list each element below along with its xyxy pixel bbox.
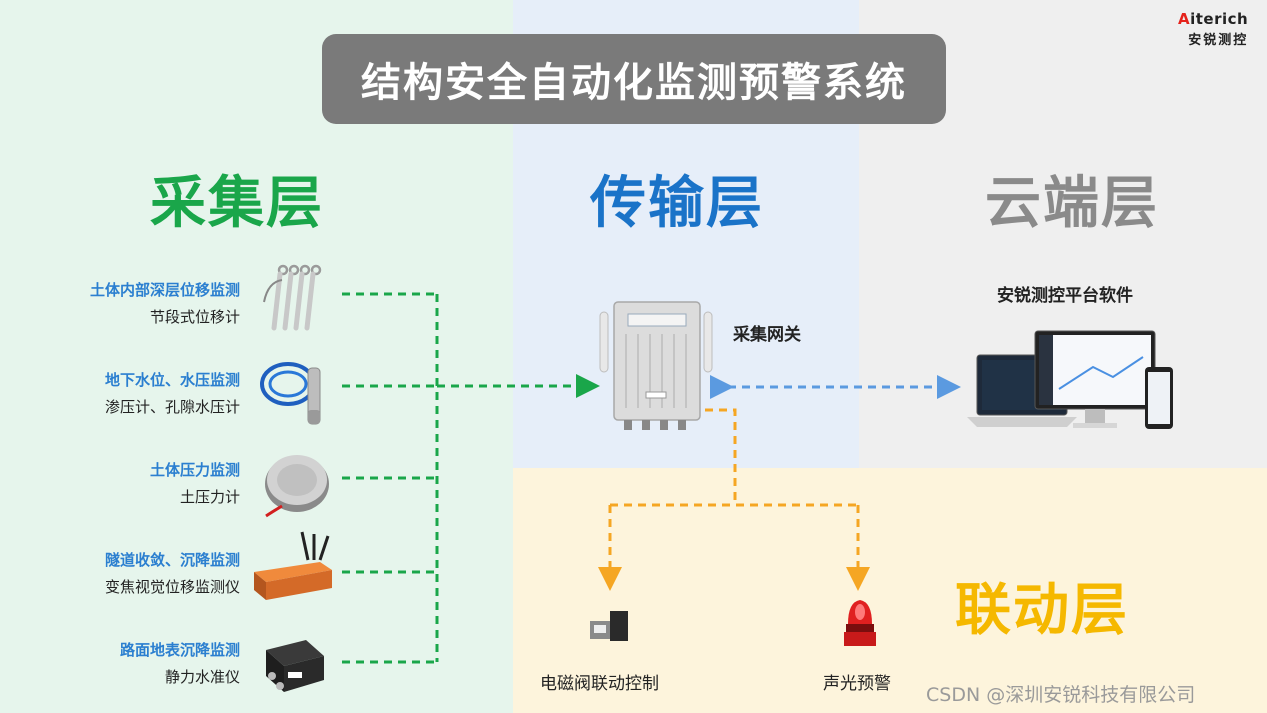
sensor-label-earth-pressure: 土体压力监测 土压力计: [0, 459, 240, 507]
gateway-device-icon: [599, 301, 713, 430]
gateway-label: 采集网关: [733, 325, 801, 345]
sensor-device: 节段式位移计: [149, 308, 240, 326]
sensor-heading: 路面地表沉降监测: [119, 641, 240, 659]
static-level-icon: [266, 640, 324, 692]
sound-light-alarm-icon: [844, 600, 876, 646]
earth-pressure-cell-icon: [265, 455, 329, 518]
gateway-to-linkage-lines: [598, 408, 870, 591]
solenoid-valve-icon: [590, 611, 628, 641]
platform-label: 安锐测控平台软件: [997, 286, 1133, 306]
sensor-device: 变焦视觉位移监测仪: [104, 578, 240, 596]
sensor-heading: 土体内部深层位移监测: [89, 281, 240, 299]
sensor-to-gateway-lines: [342, 292, 600, 664]
sensor-label-settlement: 路面地表沉降监测 静力水准仪: [0, 639, 240, 687]
sensor-device: 静力水准仪: [164, 668, 240, 686]
alarm-label: 声光预警: [823, 674, 891, 694]
sensor-heading: 土体压力监测: [149, 461, 240, 479]
piezometer-icon: [260, 362, 321, 425]
valve-label: 电磁阀联动控制: [540, 674, 659, 694]
sensor-label-displacement: 土体内部深层位移监测 节段式位移计: [0, 279, 240, 327]
sensor-label-water-pressure: 地下水位、水压监测 渗压计、孔隙水压计: [0, 369, 240, 417]
layer-title-linkage: 联动层: [955, 578, 1129, 643]
sensor-device: 土压力计: [179, 488, 240, 506]
layer-title-transport: 传输层: [590, 171, 764, 236]
displacement-meter-icon: [263, 264, 322, 331]
linkage-layer-zone: [513, 468, 1267, 713]
sensor-device: 渗压计、孔隙水压计: [104, 398, 240, 416]
platform-devices-icon: [967, 330, 1173, 429]
layer-title-collect: 采集层: [150, 171, 324, 236]
vision-monitor-icon: [254, 531, 332, 600]
sensor-heading: 地下水位、水压监测: [104, 371, 240, 389]
layer-title-cloud: 云端层: [985, 171, 1159, 236]
watermark: CSDN @深圳安锐科技有限公司: [926, 684, 1196, 706]
sensor-label-tunnel: 隧道收敛、沉降监测 变焦视觉位移监测仪: [0, 549, 240, 597]
diagram-title: 结构安全自动化监测预警系统: [322, 34, 946, 124]
sensor-heading: 隧道收敛、沉降监测: [104, 551, 240, 569]
brand-logo: Aiterich 安锐测控: [1178, 10, 1249, 48]
